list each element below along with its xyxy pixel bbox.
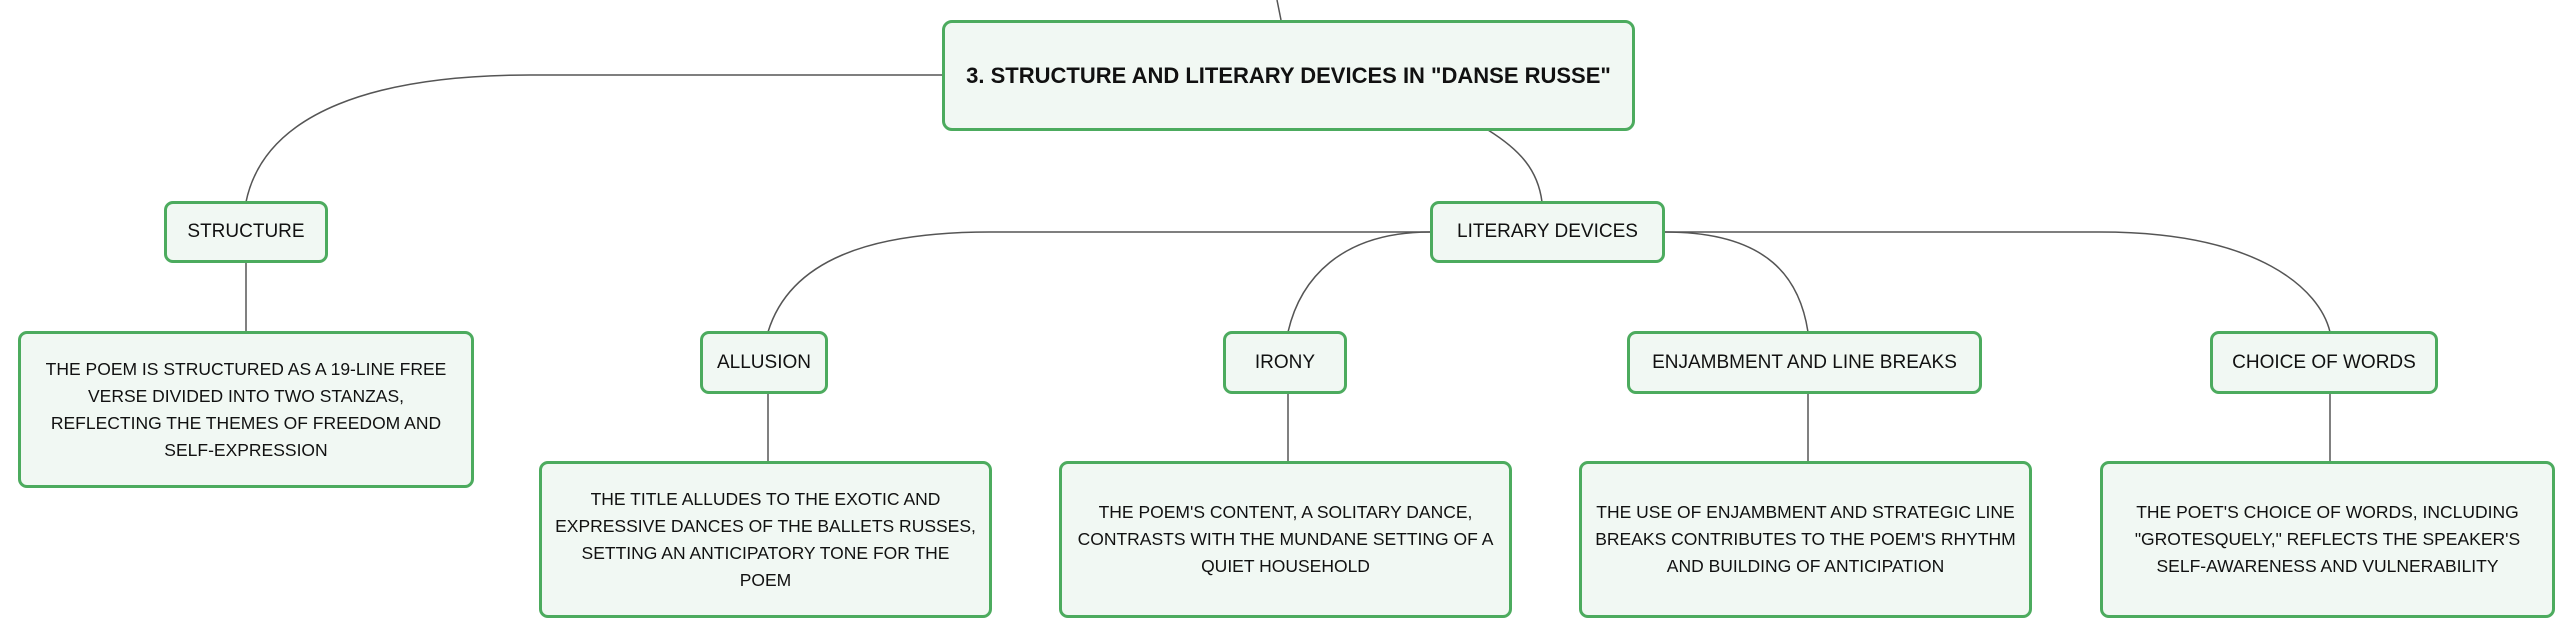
irony-node-label: IRONY (1254, 351, 1316, 373)
allusion-detail-node[interactable]: THE TITLE ALLUDES TO THE EXOTIC AND EXPR… (539, 461, 992, 618)
allusion-node-label: ALLUSION (717, 351, 811, 373)
structure-detail-text: THE POEM IS STRUCTURED AS A 19-LINE FREE… (45, 358, 447, 460)
irony-detail-text: THE POEM'S CONTENT, A SOLITARY DANCE, CO… (1077, 502, 1494, 576)
choice-of-words-node[interactable]: CHOICE OF WORDS (2210, 331, 2438, 394)
root-node[interactable]: 3. STRUCTURE AND LITERARY DEVICES IN "DA… (942, 20, 1635, 131)
structure-detail-node[interactable]: THE POEM IS STRUCTURED AS A 19-LINE FREE… (18, 331, 474, 488)
enjambment-detail-text: THE USE OF ENJAMBMENT AND STRATEGIC LINE… (1595, 502, 2016, 576)
connector-root-to-structure (245, 74, 944, 203)
connector-literary-devices-to-irony (1287, 231, 1431, 333)
irony-node[interactable]: IRONY (1223, 331, 1347, 394)
allusion-node[interactable]: ALLUSION (700, 331, 828, 394)
enjambment-node[interactable]: ENJAMBMENT AND LINE BREAKS (1627, 331, 1982, 394)
choice-of-words-detail-node[interactable]: THE POET'S CHOICE OF WORDS, INCLUDING "G… (2100, 461, 2555, 618)
connector-root-to-literary-devices (1487, 129, 1543, 203)
root-node-label: 3. STRUCTURE AND LITERARY DEVICES IN "DA… (966, 62, 1611, 88)
literary-devices-node[interactable]: LITERARY DEVICES (1430, 201, 1665, 263)
connector-literary-devices-to-choice-of-words (1665, 231, 2331, 333)
connector-parent-to-root (1276, 0, 1282, 21)
connector-literary-devices-to-allusion (767, 231, 1430, 333)
choice-of-words-node-label: CHOICE OF WORDS (2232, 351, 2416, 373)
connector-literary-devices-to-enjambment (1664, 231, 1809, 333)
structure-node[interactable]: STRUCTURE (164, 201, 328, 263)
choice-of-words-detail-text: THE POET'S CHOICE OF WORDS, INCLUDING "G… (2134, 502, 2521, 576)
literary-devices-node-label: LITERARY DEVICES (1457, 221, 1638, 242)
allusion-detail-text: THE TITLE ALLUDES TO THE EXOTIC AND EXPR… (555, 488, 976, 590)
irony-detail-node[interactable]: THE POEM'S CONTENT, A SOLITARY DANCE, CO… (1059, 461, 1512, 618)
structure-node-label: STRUCTURE (187, 221, 305, 242)
enjambment-detail-node[interactable]: THE USE OF ENJAMBMENT AND STRATEGIC LINE… (1579, 461, 2032, 618)
enjambment-node-label: ENJAMBMENT AND LINE BREAKS (1652, 351, 1957, 373)
